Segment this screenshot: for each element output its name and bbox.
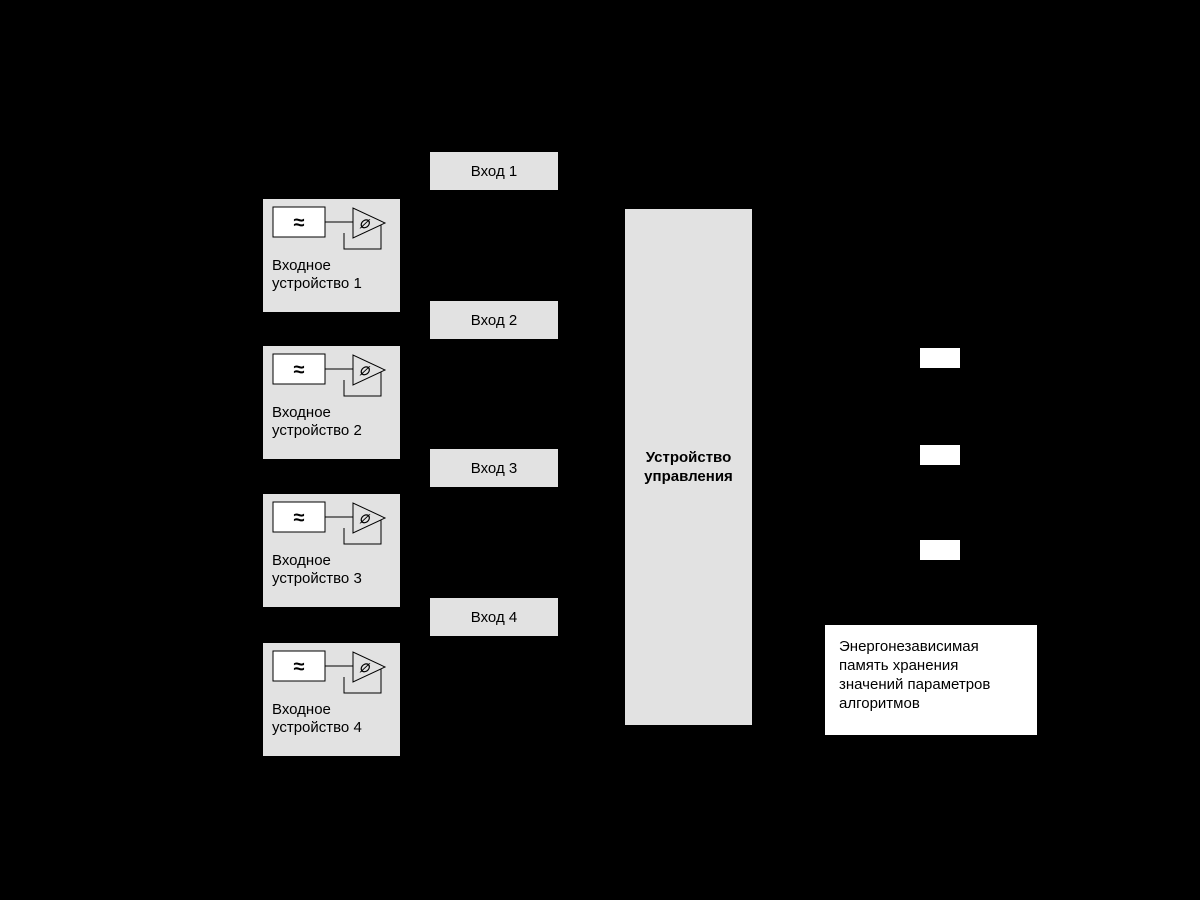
svg-text:≈: ≈ (294, 507, 305, 529)
input-2-label: Вход 2 (470, 311, 518, 329)
ac-signal-icon (272, 353, 326, 385)
svg-text:∅: ∅ (359, 512, 371, 526)
input-device-1-label: Входное устройство 1 (272, 257, 362, 292)
input-device-3-label: Входное устройство 3 (272, 552, 362, 587)
svg-text:∅: ∅ (359, 217, 371, 231)
amplifier-icon (352, 354, 387, 386)
input-4-label: Вход 4 (470, 608, 518, 626)
ac-signal-icon (272, 650, 326, 682)
output-connector-3 (920, 540, 960, 560)
input-3-label-box: Вход 3 (430, 449, 558, 487)
input-1-label: Вход 1 (470, 162, 518, 180)
input-device-4-label: Входное устройство 4 (272, 701, 362, 736)
input-device-4-circuit: ≈ ∅ (272, 650, 387, 694)
control-unit-block: Устройство управления (625, 209, 752, 725)
nonvolatile-memory-block: Энергонезависимая память хранения значен… (825, 625, 1037, 735)
amplifier-icon (352, 502, 387, 534)
input-device-2-circuit: ≈ ∅ (272, 353, 387, 397)
input-device-1-circuit: ≈ ∅ (272, 206, 387, 250)
input-device-4-block: ≈ ∅ Входное устройство 4 (263, 643, 400, 756)
ac-signal-icon (272, 206, 326, 238)
input-device-3-block: ≈ ∅ Входное устройство 3 (263, 494, 400, 607)
amplifier-icon (352, 651, 387, 683)
input-device-2-label: Входное устройство 2 (272, 404, 362, 439)
nonvolatile-memory-label: Энергонезависимая память хранения значен… (839, 638, 991, 712)
svg-text:≈: ≈ (294, 656, 305, 678)
output-connector-2 (920, 445, 960, 465)
control-unit-label: Устройство управления (644, 449, 733, 485)
input-device-3-circuit: ≈ ∅ (272, 501, 387, 545)
svg-text:≈: ≈ (294, 359, 305, 381)
svg-text:∅: ∅ (359, 364, 371, 378)
svg-text:∅: ∅ (359, 661, 371, 675)
amplifier-icon (352, 207, 387, 239)
input-device-1-block: ≈ ∅ Входное устройство 1 (263, 199, 400, 312)
svg-text:≈: ≈ (294, 212, 305, 234)
output-connector-1 (920, 348, 960, 368)
input-2-label-box: Вход 2 (430, 301, 558, 339)
input-4-label-box: Вход 4 (430, 598, 558, 636)
input-1-label-box: Вход 1 (430, 152, 558, 190)
input-3-label: Вход 3 (470, 459, 518, 477)
input-device-2-block: ≈ ∅ Входное устройство 2 (263, 346, 400, 459)
